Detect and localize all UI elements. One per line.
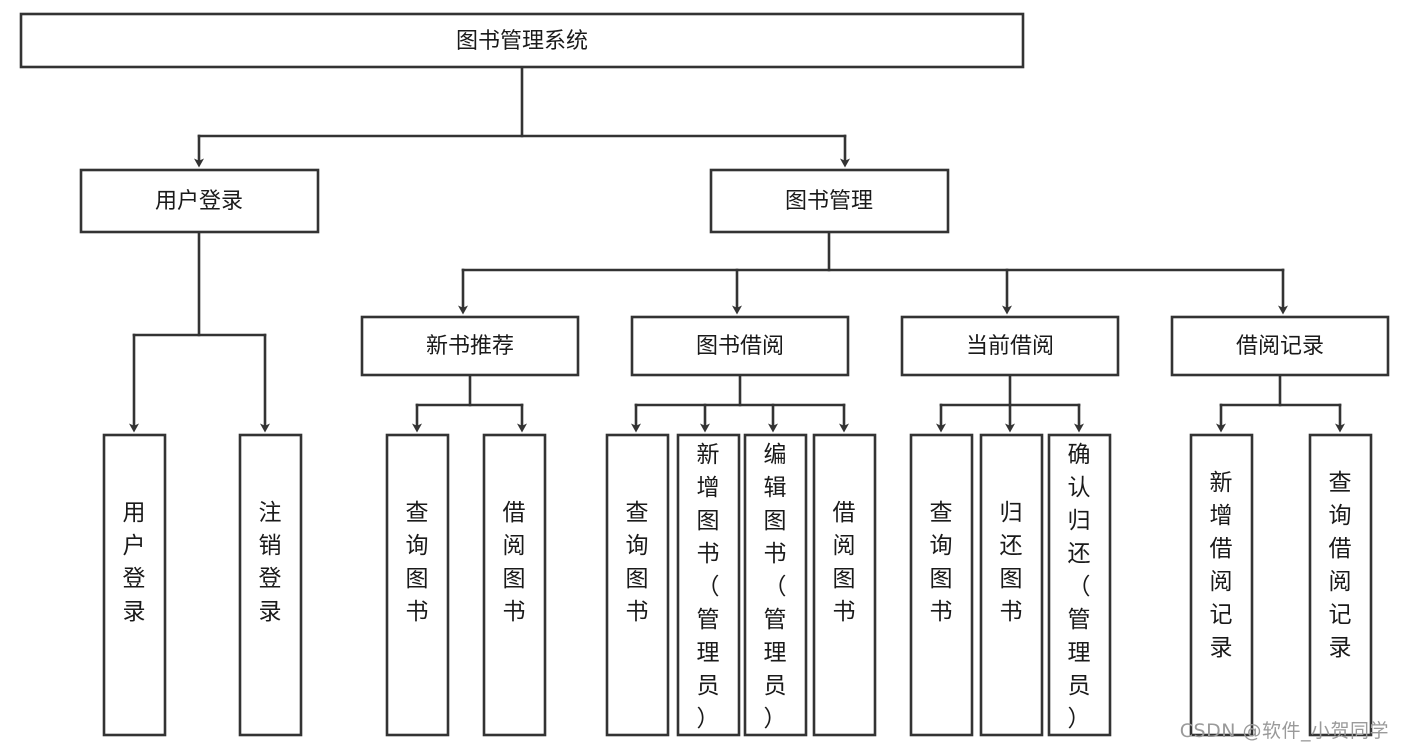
- node-leaf-add-record-label: 新增借阅记录: [1210, 470, 1233, 661]
- node-leaf-add-book-label: 新增图书（管理员）: [697, 442, 720, 732]
- node-leaf-return-book-label: 归还图书: [1000, 500, 1023, 625]
- node-leaf-add-book[interactable]: 新增图书（管理员）: [676, 433, 741, 737]
- node-leaf-query-book-1[interactable]: 查询图书: [385, 433, 450, 737]
- node-leaf-confirm-return-label: 确认归还（管理员）: [1068, 442, 1091, 732]
- node-current-borrow-label: 当前借阅: [966, 334, 1054, 359]
- node-leaf-query-record-label: 查询借阅记录: [1329, 470, 1352, 661]
- node-leaf-edit-book[interactable]: 编辑图书（管理员）: [743, 433, 808, 737]
- flowchart-nodes: 图书管理系统 用户登录 图书管理 新书推荐 图书借阅 当前: [19, 12, 1390, 737]
- node-leaf-borrow-book-2-label: 借阅图书: [833, 500, 856, 625]
- node-book-manage[interactable]: 图书管理: [709, 168, 950, 234]
- node-book-borrow[interactable]: 图书借阅: [630, 315, 850, 377]
- node-leaf-user-login-label: 用户登录: [123, 500, 146, 625]
- connector-links: [129, 65, 1345, 433]
- node-root[interactable]: 图书管理系统: [19, 12, 1025, 69]
- node-leaf-return-book[interactable]: 归还图书: [979, 433, 1044, 737]
- node-borrow-record-label: 借阅记录: [1236, 334, 1324, 359]
- node-root-label: 图书管理系统: [456, 29, 588, 54]
- node-user-login[interactable]: 用户登录: [79, 168, 320, 234]
- node-leaf-borrow-book-1-label: 借阅图书: [503, 500, 526, 625]
- node-leaf-query-book-2[interactable]: 查询图书: [605, 433, 670, 737]
- node-leaf-query-book-2-label: 查询图书: [626, 500, 649, 625]
- node-leaf-query-book-1-label: 查询图书: [406, 500, 429, 625]
- node-book-manage-label: 图书管理: [785, 189, 873, 214]
- node-leaf-confirm-return[interactable]: 确认归还（管理员）: [1047, 433, 1112, 737]
- node-new-book-rec-label: 新书推荐: [426, 334, 514, 359]
- node-book-borrow-label: 图书借阅: [696, 334, 784, 359]
- node-new-book-rec[interactable]: 新书推荐: [360, 315, 580, 377]
- node-leaf-query-book-3-label: 查询图书: [930, 500, 953, 625]
- node-leaf-borrow-book-1[interactable]: 借阅图书: [482, 433, 547, 737]
- node-current-borrow[interactable]: 当前借阅: [900, 315, 1120, 377]
- node-leaf-logout[interactable]: 注销登录: [238, 433, 303, 737]
- node-leaf-edit-book-label: 编辑图书（管理员）: [764, 442, 787, 732]
- node-user-login-label: 用户登录: [155, 189, 243, 214]
- node-borrow-record[interactable]: 借阅记录: [1170, 315, 1390, 377]
- node-leaf-query-book-3[interactable]: 查询图书: [909, 433, 974, 737]
- node-leaf-query-record[interactable]: 查询借阅记录: [1308, 433, 1373, 737]
- node-leaf-user-login[interactable]: 用户登录: [102, 433, 167, 737]
- node-leaf-logout-label: 注销登录: [259, 500, 282, 625]
- node-leaf-add-record[interactable]: 新增借阅记录: [1189, 433, 1254, 737]
- node-leaf-borrow-book-2[interactable]: 借阅图书: [812, 433, 877, 737]
